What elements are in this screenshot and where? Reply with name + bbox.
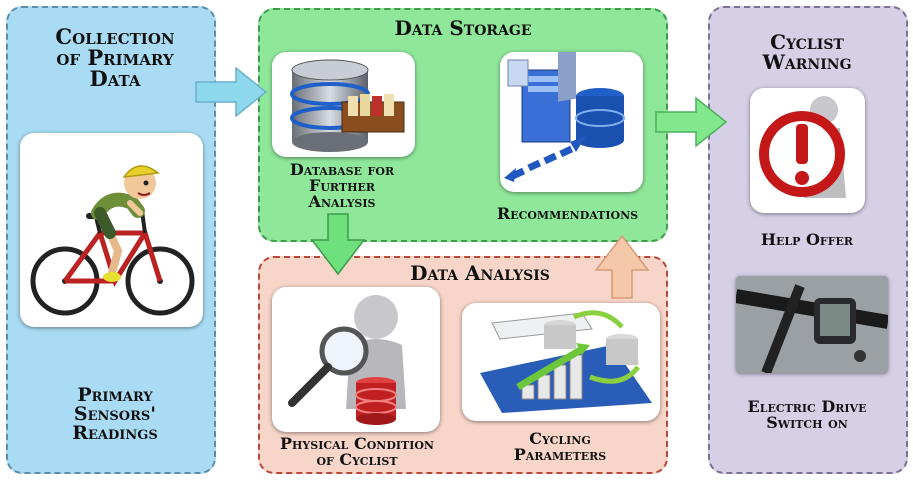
- recommendations-label: Recommendations: [496, 204, 639, 223]
- physical-condition-image: [272, 287, 440, 432]
- electric-drive-label: Electric Drive Switch on: [747, 397, 867, 432]
- warning-panel: [708, 6, 908, 474]
- electric-drive-image: [736, 276, 888, 373]
- database-label: Database for Further Analysis: [289, 160, 395, 211]
- arrow-analysis-to-recommendations: [594, 234, 650, 299]
- database-image: [272, 52, 415, 157]
- arrow-database-to-analysis: [310, 213, 366, 276]
- collection-title: Collection of Primary Data: [55, 24, 175, 91]
- arrow-collection-to-storage: [195, 66, 268, 118]
- help-offer-image: [750, 88, 865, 213]
- cycling-parameters-label: Cycling Parameters: [513, 429, 607, 464]
- warning-title: Cyclist Warning: [762, 30, 852, 74]
- cyclist-image: [20, 133, 203, 327]
- analysis-title: Data Analysis: [410, 261, 550, 285]
- cycling-parameters-image: [462, 303, 660, 421]
- primary-readings-label: Primary Sensors' Readings: [72, 384, 158, 444]
- arrow-storage-to-warning: [655, 96, 728, 148]
- help-offer-label: Help Offer: [760, 230, 854, 249]
- recommendations-image: [500, 52, 643, 192]
- storage-title: Data Storage: [394, 16, 532, 40]
- physical-condition-label: Physical Condition of Cyclist: [280, 434, 434, 469]
